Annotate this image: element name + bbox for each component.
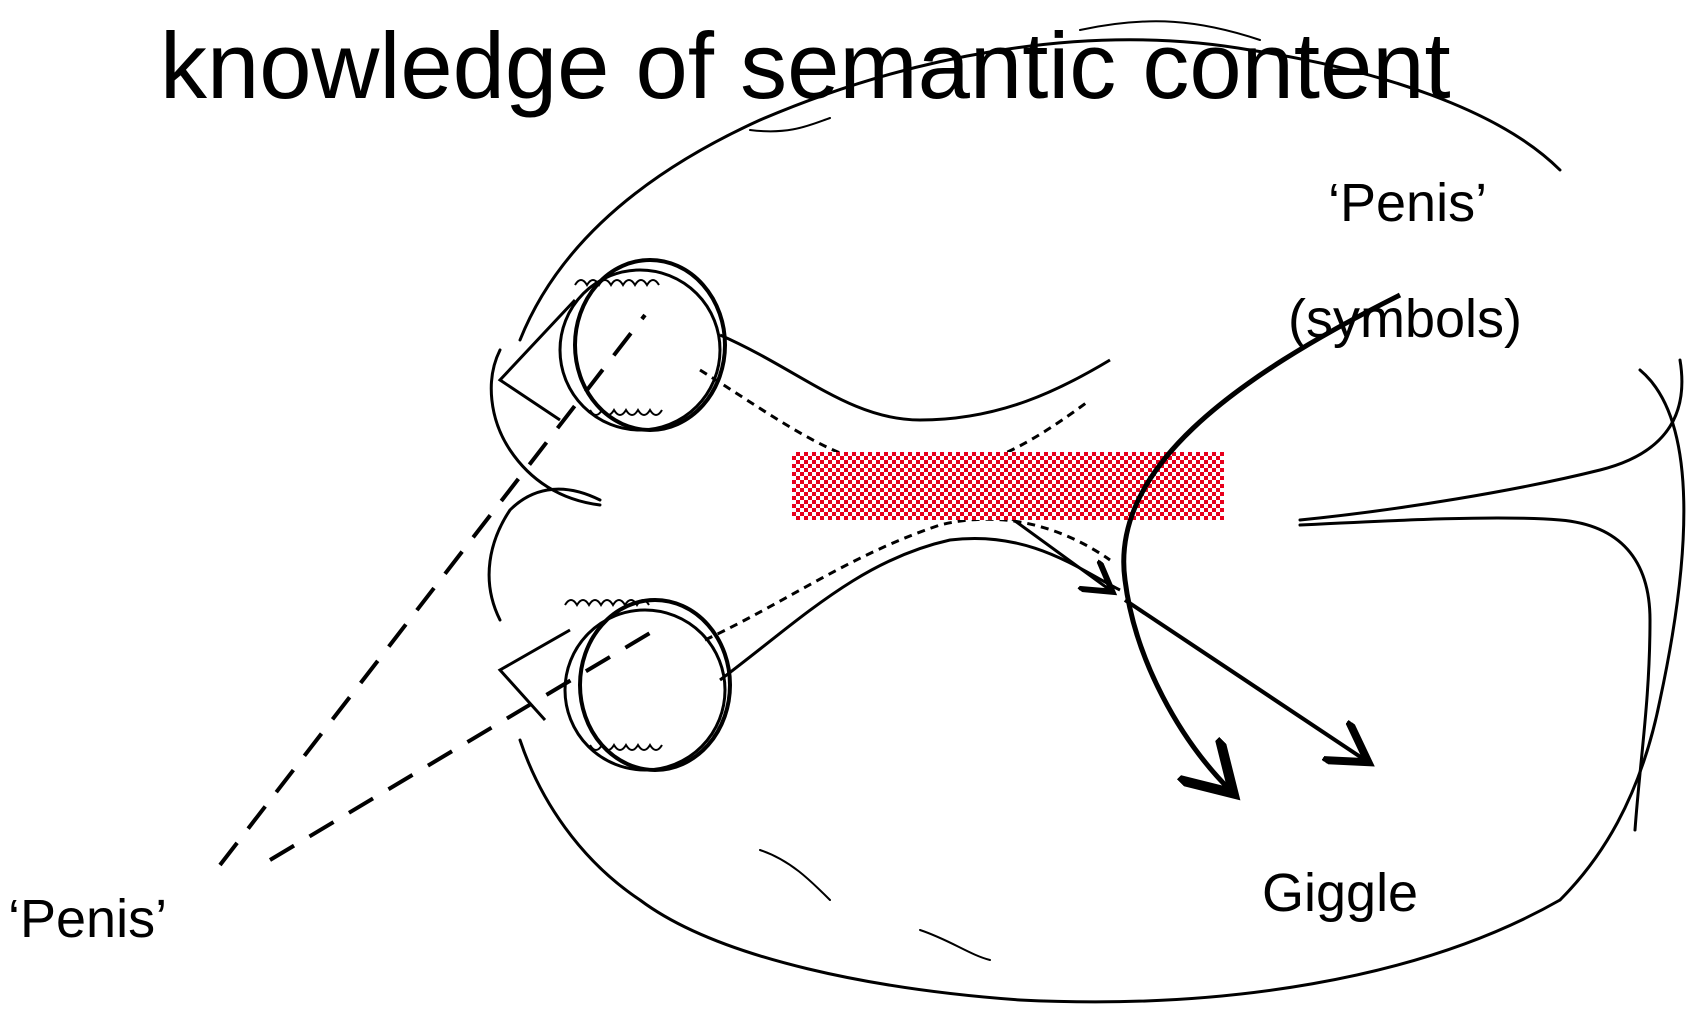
- left-stimulus-label: ‘Penis’: [8, 889, 168, 949]
- symbols-note: (symbols): [1288, 289, 1523, 349]
- slide-title: knowledge of semantic content: [160, 13, 1451, 118]
- response-label: Giggle: [1262, 863, 1419, 923]
- optic-nerves: [699, 333, 1121, 682]
- visual-field-lines: [218, 313, 657, 867]
- symbol-arrow: [1121, 292, 1402, 790]
- right-stimulus-label: ‘Penis’: [1328, 173, 1488, 233]
- right-eye-icon: [497, 598, 732, 772]
- severed-commissure: [792, 452, 1224, 520]
- left-eye-icon: [497, 258, 727, 432]
- pathway-arrow: [1123, 598, 1365, 760]
- brain-outline: [487, 20, 1686, 1004]
